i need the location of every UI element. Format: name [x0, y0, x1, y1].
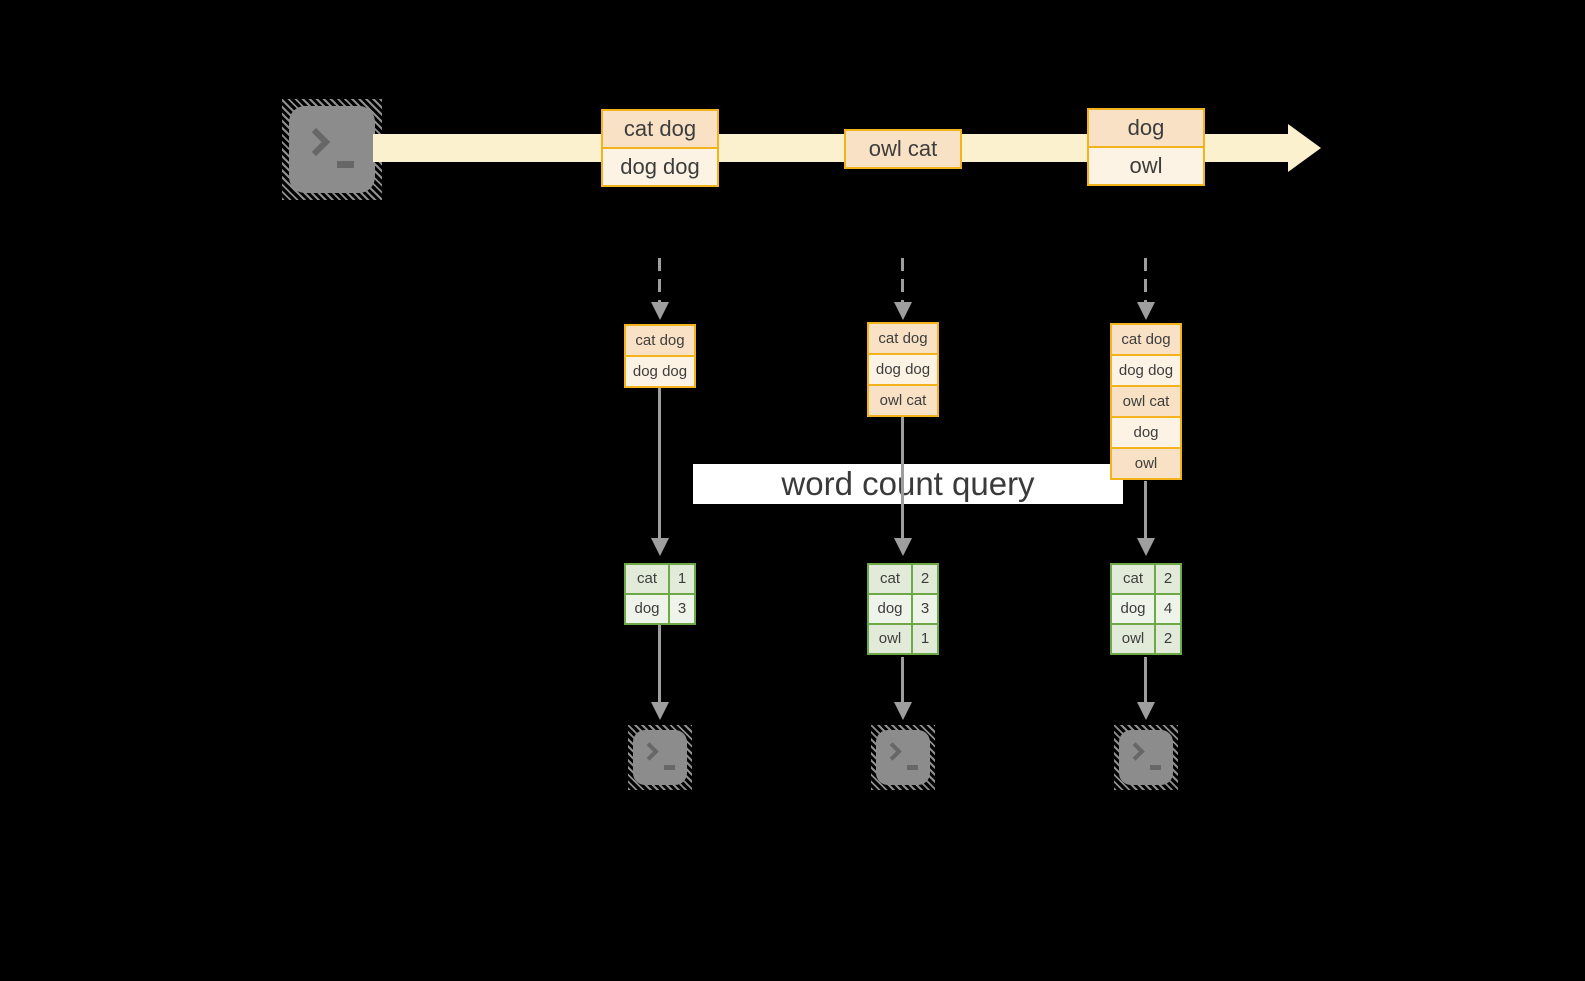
- stream-event-group: cat dog dog dog: [601, 109, 719, 187]
- query-label: word count query: [693, 464, 1123, 504]
- arrow-line: [901, 417, 904, 538]
- stream-event: owl: [1089, 146, 1203, 184]
- dashed-arrow-line: [658, 258, 661, 304]
- buffer-row: dog dog: [626, 355, 694, 386]
- prompt-cursor-icon: [664, 765, 675, 770]
- prompt-cursor-icon: [907, 765, 918, 770]
- terminal-screen: [633, 730, 687, 785]
- buffer-row: owl: [1112, 447, 1180, 478]
- arrow-line: [901, 657, 904, 702]
- count-table: cat 1 dog 3: [624, 563, 696, 625]
- arrowhead-icon: [651, 538, 669, 556]
- table-row: dog 4: [1112, 593, 1180, 623]
- arrowhead-icon: [894, 538, 912, 556]
- stream-event-group: owl cat: [844, 129, 962, 169]
- count-cell: 4: [1154, 595, 1180, 623]
- arrow-line: [1144, 657, 1147, 702]
- terminal-icon: [628, 725, 692, 790]
- word-cell: dog: [869, 595, 911, 623]
- table-row: owl 2: [1112, 623, 1180, 653]
- buffer-row: cat dog: [1112, 325, 1180, 354]
- arrowhead-icon: [894, 702, 912, 720]
- record-buffer: cat dog dog dog: [624, 324, 696, 388]
- terminal-icon: [1114, 725, 1178, 790]
- count-cell: 2: [1154, 625, 1180, 653]
- prompt-cursor-icon: [337, 161, 354, 168]
- count-cell: 3: [911, 595, 937, 623]
- arrowhead-icon: [651, 302, 669, 320]
- word-cell: dog: [626, 595, 668, 623]
- buffer-row: cat dog: [626, 326, 694, 355]
- buffer-row: dog dog: [869, 353, 937, 384]
- stream-event: owl cat: [846, 131, 960, 167]
- terminal-icon: [871, 725, 935, 790]
- arrow-line: [658, 625, 661, 702]
- word-cell: cat: [1112, 565, 1154, 593]
- buffer-row: dog dog: [1112, 354, 1180, 385]
- terminal-screen: [289, 106, 375, 193]
- arrowhead-icon: [894, 302, 912, 320]
- dashed-arrow-line: [1144, 258, 1147, 304]
- count-cell: 1: [668, 565, 694, 593]
- word-cell: owl: [1112, 625, 1154, 653]
- record-buffer: cat dog dog dog owl cat: [867, 322, 939, 417]
- stream-event: dog: [1089, 110, 1203, 146]
- stream-event: dog dog: [603, 147, 717, 185]
- buffer-row: owl cat: [1112, 385, 1180, 416]
- terminal-icon: [282, 99, 382, 200]
- terminal-screen: [876, 730, 930, 785]
- count-table: cat 2 dog 3 owl 1: [867, 563, 939, 655]
- stream-event: cat dog: [603, 111, 717, 147]
- buffer-row: cat dog: [869, 324, 937, 353]
- arrow-line: [1144, 481, 1147, 538]
- table-row: dog 3: [626, 593, 694, 623]
- word-cell: owl: [869, 625, 911, 653]
- word-cell: cat: [869, 565, 911, 593]
- table-row: dog 3: [869, 593, 937, 623]
- arrowhead-icon: [651, 702, 669, 720]
- dashed-arrow-line: [901, 258, 904, 304]
- arrowhead-icon: [1137, 538, 1155, 556]
- terminal-screen: [1119, 730, 1173, 785]
- record-buffer: cat dog dog dog owl cat dog owl: [1110, 323, 1182, 480]
- count-cell: 2: [911, 565, 937, 593]
- table-row: owl 1: [869, 623, 937, 653]
- arrowhead-icon: [1137, 302, 1155, 320]
- count-cell: 2: [1154, 565, 1180, 593]
- count-cell: 3: [668, 595, 694, 623]
- stream-event-group: dog owl: [1087, 108, 1205, 186]
- table-row: cat 2: [1112, 565, 1180, 593]
- prompt-cursor-icon: [1150, 765, 1161, 770]
- word-cell: cat: [626, 565, 668, 593]
- buffer-row: dog: [1112, 416, 1180, 447]
- arrow-line: [658, 388, 661, 538]
- prompt-chevron-icon: [883, 742, 902, 761]
- count-table: cat 2 dog 4 owl 2: [1110, 563, 1182, 655]
- prompt-chevron-icon: [1126, 742, 1145, 761]
- stream-arrowhead-icon: [1288, 124, 1321, 172]
- prompt-chevron-icon: [640, 742, 659, 761]
- buffer-row: owl cat: [869, 384, 937, 415]
- table-row: cat 2: [869, 565, 937, 593]
- arrowhead-icon: [1137, 702, 1155, 720]
- count-cell: 1: [911, 625, 937, 653]
- word-cell: dog: [1112, 595, 1154, 623]
- table-row: cat 1: [626, 565, 694, 593]
- prompt-chevron-icon: [301, 127, 331, 157]
